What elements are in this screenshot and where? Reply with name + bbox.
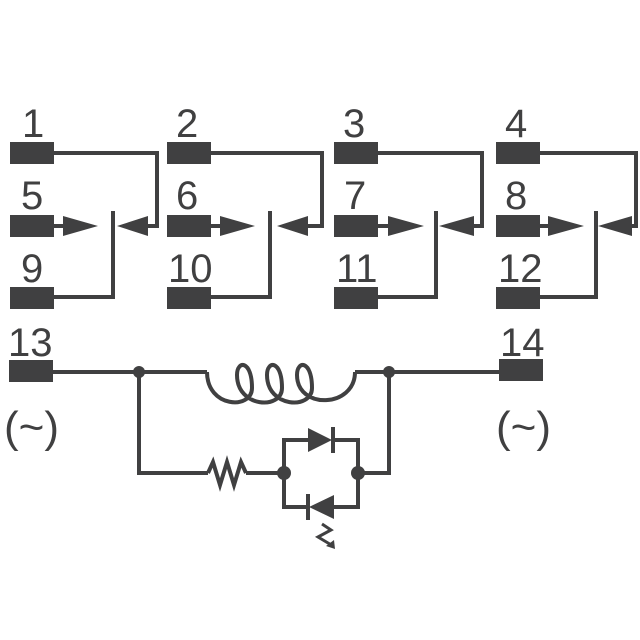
pin-label-3: 3	[343, 102, 365, 146]
pin-label-5: 5	[21, 174, 43, 218]
pin-label-1: 1	[22, 102, 44, 146]
pin-7-terminal	[334, 215, 378, 237]
nc-wire-10	[211, 211, 272, 299]
resistor	[206, 455, 248, 492]
pin-12-terminal	[496, 287, 540, 309]
pin-4-terminal	[496, 142, 540, 164]
pin-label-13: 13	[8, 321, 53, 365]
arrow-right-icon	[63, 216, 98, 236]
arrow-right-icon	[548, 216, 584, 236]
pin-label-2: 2	[176, 102, 198, 146]
pin-label-6: 6	[176, 174, 198, 218]
coil-inductor	[205, 363, 357, 405]
pin-label-4: 4	[505, 102, 527, 146]
pin-label-8: 8	[505, 174, 527, 218]
diode-wire-left	[282, 438, 308, 473]
branch-wire-right	[358, 372, 391, 475]
arrow-left-icon	[277, 216, 308, 236]
led-wire-left	[282, 473, 308, 509]
pin-8-terminal	[496, 215, 540, 237]
contact-group-2: 2 6 10	[167, 102, 324, 309]
arrow-left-icon	[439, 216, 474, 236]
coil-terminal-14: 14 (~)	[496, 321, 551, 452]
ac-symbol-13: (~)	[4, 403, 59, 452]
pin-3-terminal	[334, 142, 378, 164]
pin-14-terminal	[499, 359, 543, 381]
pin-label-9: 9	[21, 247, 43, 291]
branch-wire-left	[137, 372, 208, 475]
diode-icon	[308, 428, 332, 452]
pin-label-12: 12	[498, 247, 543, 291]
arrow-right-icon	[220, 216, 255, 236]
pin-label-10: 10	[168, 247, 213, 291]
pin-9-terminal	[10, 287, 54, 309]
common-wire-3	[378, 151, 484, 228]
led-icon	[309, 495, 334, 519]
contact-group-4: 4 8 12	[496, 102, 638, 309]
light-arrow-icon	[326, 540, 335, 549]
common-wire-2	[211, 151, 324, 228]
pin-13-terminal	[9, 360, 53, 382]
light-emission-icon	[314, 522, 334, 548]
pin-label-14: 14	[500, 321, 545, 365]
arrow-left-icon	[598, 216, 632, 236]
diode-wire-right	[333, 438, 360, 473]
pin-label-11: 11	[336, 247, 378, 291]
pin-1-terminal	[10, 142, 54, 164]
ac-symbol-14: (~)	[496, 403, 551, 452]
nc-wire-11	[378, 211, 438, 299]
common-wire-1	[54, 151, 159, 228]
arrow-right-icon	[388, 216, 424, 236]
pin-6-terminal	[167, 215, 211, 237]
nc-wire-12	[540, 211, 598, 299]
common-wire-4	[540, 151, 638, 228]
arrow-left-icon	[117, 216, 148, 236]
contact-group-3: 3 7 11	[334, 102, 484, 309]
led-wire-right	[334, 473, 360, 509]
nc-wire-9	[54, 211, 115, 299]
pin-11-terminal	[334, 287, 378, 309]
contact-group-1: 1 5 9	[10, 102, 159, 309]
pin-2-terminal	[167, 142, 211, 164]
coil-terminal-13: 13 (~)	[4, 321, 59, 452]
pin-10-terminal	[167, 287, 211, 309]
pin-5-terminal	[10, 215, 54, 237]
pin-label-7: 7	[344, 174, 366, 218]
